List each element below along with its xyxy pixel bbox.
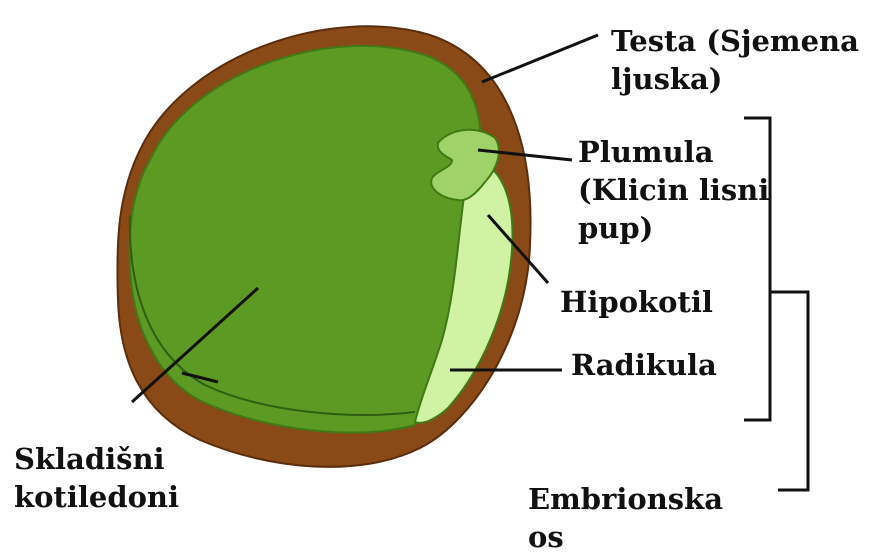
label-testa: Testa (Sjemena ljuska) <box>611 22 859 98</box>
label-plumula: Plumula (Klicin lisni pup) <box>578 133 769 247</box>
label-radikula: Radikula <box>571 346 717 384</box>
label-embrionska-os-line2: os <box>528 518 723 556</box>
bracket-embryonic-axis <box>770 292 808 490</box>
label-kotiledoni: Skladišni kotiledoni <box>14 440 179 516</box>
label-plumula-line2: (Klicin lisni <box>578 171 769 209</box>
label-testa-line1: Testa (Sjemena <box>611 22 859 60</box>
label-radikula-line1: Radikula <box>571 346 717 384</box>
label-kotiledoni-line1: Skladišni <box>14 440 179 478</box>
label-plumula-line3: pup) <box>578 209 769 247</box>
leader-testa <box>482 35 598 82</box>
label-embrionska-os-line1: Embrionska <box>528 480 723 518</box>
label-hipokotil: Hipokotil <box>560 283 713 321</box>
label-hipokotil-line1: Hipokotil <box>560 283 713 321</box>
label-plumula-line1: Plumula <box>578 133 769 171</box>
label-testa-line2: ljuska) <box>611 60 859 98</box>
label-kotiledoni-line2: kotiledoni <box>14 478 179 516</box>
label-embrionska-os: Embrionska os <box>528 480 723 556</box>
